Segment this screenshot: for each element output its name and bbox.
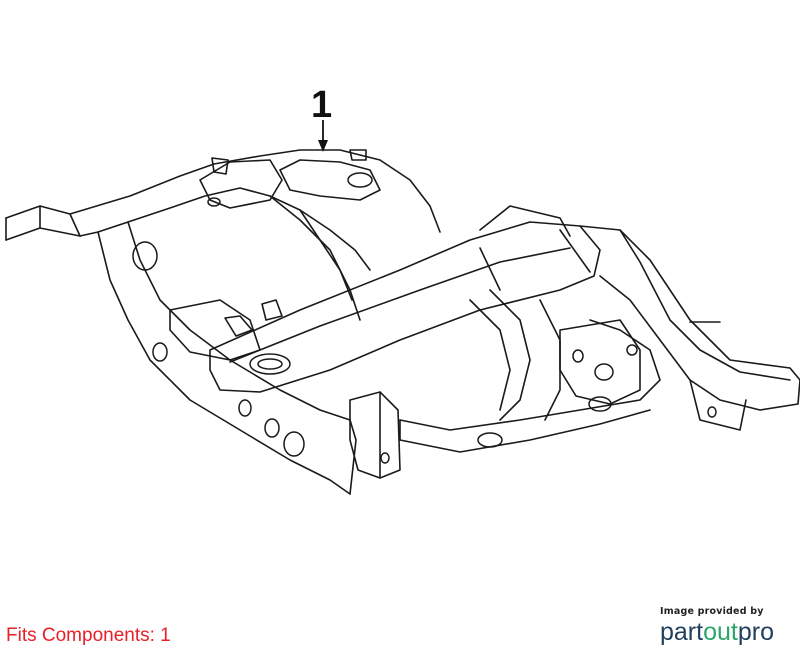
- left-front-rail-inner: [5, 187, 371, 271]
- hole: [572, 349, 584, 363]
- hole: [257, 358, 283, 370]
- right-mount: [559, 319, 641, 405]
- brand-out: out: [703, 618, 738, 646]
- rear-hoop: [279, 159, 381, 201]
- front-center-bracket: [349, 391, 401, 479]
- hole: [283, 431, 305, 457]
- hole: [380, 452, 390, 464]
- hole: [207, 197, 221, 207]
- mount-holes: [132, 172, 717, 464]
- hole: [347, 172, 373, 188]
- hole: [594, 363, 614, 381]
- inner-arch-right: [489, 289, 531, 421]
- hole: [132, 241, 158, 271]
- hole: [588, 396, 612, 412]
- left-side-member: [97, 231, 351, 495]
- callout-arrow: [318, 120, 328, 152]
- fits-components-text: Fits Components: 1: [6, 625, 171, 646]
- left-mount-box: [169, 299, 261, 361]
- left-front-rail: [5, 149, 441, 233]
- callout-label: 1: [311, 84, 333, 126]
- left-tower: [199, 159, 283, 209]
- hole: [249, 353, 291, 375]
- right-rail: [579, 225, 800, 411]
- hole: [238, 399, 252, 417]
- hole: [264, 418, 280, 438]
- hole: [626, 344, 638, 356]
- rear-bracket: [479, 205, 571, 237]
- hole: [152, 342, 168, 362]
- brand-logo: partoutpro: [660, 617, 796, 647]
- brand-pro: pro: [737, 618, 774, 646]
- image-credit: Image provided by partoutpro: [660, 606, 796, 647]
- front-crossmember: [209, 221, 601, 393]
- frame-line-art: [5, 149, 800, 495]
- rear-lower-member: [399, 319, 661, 431]
- hole: [707, 406, 717, 418]
- brand-part: part: [660, 618, 704, 646]
- hole: [477, 432, 503, 448]
- credit-line: Image provided by: [660, 606, 764, 617]
- inner-arch-left: [269, 195, 361, 321]
